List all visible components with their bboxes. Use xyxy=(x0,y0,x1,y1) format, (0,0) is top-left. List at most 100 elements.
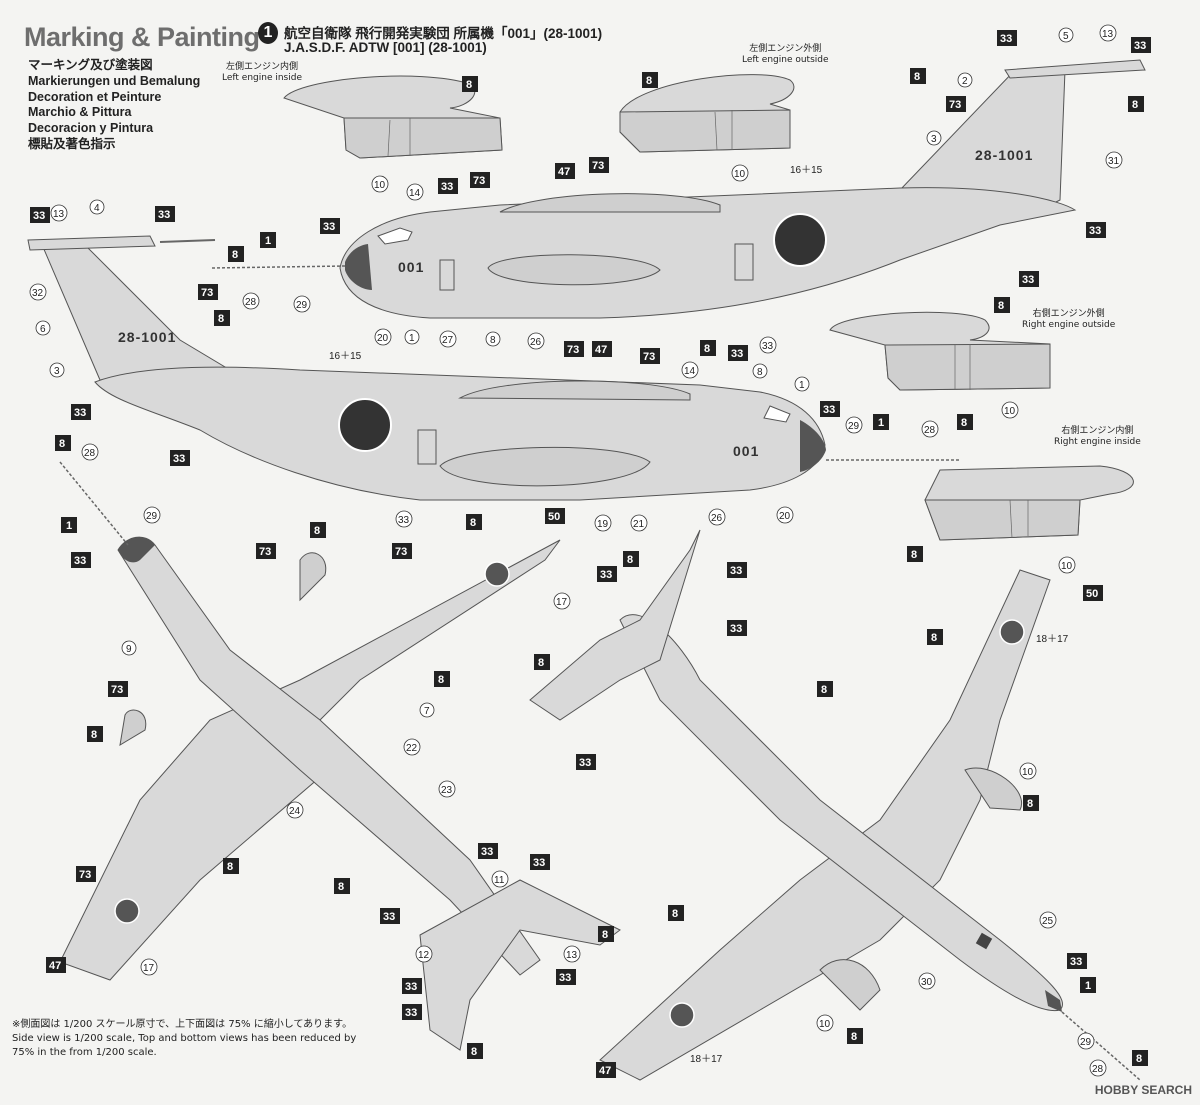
svg-text:7: 7 xyxy=(424,706,430,717)
side-reg-lower: 28-1001 xyxy=(118,329,176,345)
svg-text:13: 13 xyxy=(566,950,578,961)
callout-color-33 xyxy=(155,206,175,222)
callout-color-8 xyxy=(534,654,550,670)
svg-text:33: 33 xyxy=(1022,274,1034,286)
callout-color-1 xyxy=(873,414,889,430)
svg-text:8: 8 xyxy=(914,71,920,83)
callout-color-33 xyxy=(30,207,50,223)
svg-text:33: 33 xyxy=(398,515,410,526)
svg-text:33: 33 xyxy=(74,407,86,419)
svg-text:14: 14 xyxy=(684,366,696,377)
callout-color-47 xyxy=(555,163,575,179)
callout-color-8 xyxy=(847,1028,863,1044)
translation-de: Markierungen und Bemalung xyxy=(28,73,201,88)
callout-color-33 xyxy=(1086,222,1106,238)
svg-text:26: 26 xyxy=(711,513,723,524)
translation-cn: 標貼及著色指示 xyxy=(28,136,116,151)
step-number-badge: 1 xyxy=(258,22,278,44)
svg-text:26: 26 xyxy=(530,337,542,348)
callout-color-73 xyxy=(470,172,490,188)
side-view-right: 28-1001 001 xyxy=(27,235,960,501)
side-view-left: 001 28-1001 xyxy=(159,59,1146,319)
translation-it: Marchio & Pittura xyxy=(28,105,132,120)
svg-text:33: 33 xyxy=(559,972,571,984)
callout-color-8 xyxy=(1132,1050,1148,1066)
svg-text:33: 33 xyxy=(1134,40,1146,52)
callout-color-8 xyxy=(467,1043,483,1059)
translation-fr: Decoration et Peinture xyxy=(28,89,162,104)
svg-text:12: 12 xyxy=(418,950,430,961)
svg-text:20: 20 xyxy=(377,333,389,344)
callout-color-1 xyxy=(260,232,276,248)
svg-text:24: 24 xyxy=(289,806,301,817)
svg-text:33: 33 xyxy=(600,569,612,581)
svg-text:8: 8 xyxy=(338,881,344,893)
svg-text:29: 29 xyxy=(1080,1037,1092,1048)
svg-text:8: 8 xyxy=(998,300,1004,312)
svg-text:73: 73 xyxy=(395,546,407,558)
svg-text:8: 8 xyxy=(931,632,937,644)
svg-text:33: 33 xyxy=(158,209,170,221)
callout-color-8 xyxy=(466,514,482,530)
svg-text:20: 20 xyxy=(779,511,791,522)
svg-text:73: 73 xyxy=(259,546,271,558)
callout-color-73 xyxy=(392,543,412,559)
svg-text:73: 73 xyxy=(592,160,604,172)
svg-text:8: 8 xyxy=(314,525,320,537)
callout-color-33 xyxy=(1067,953,1087,969)
callout-color-73 xyxy=(108,681,128,697)
callout-color-8 xyxy=(1023,795,1039,811)
svg-text:33: 33 xyxy=(74,555,86,567)
svg-text:33: 33 xyxy=(383,911,395,923)
svg-text:13: 13 xyxy=(53,209,65,220)
side-reg-upper: 28-1001 xyxy=(975,147,1033,163)
callout-color-8 xyxy=(668,905,684,921)
svg-text:4: 4 xyxy=(94,203,100,214)
callout-color-73 xyxy=(640,348,660,364)
callout-color-33 xyxy=(556,969,576,985)
engine-left-outside xyxy=(619,74,795,153)
svg-text:10: 10 xyxy=(734,169,746,180)
svg-text:3: 3 xyxy=(931,134,937,145)
bottom-view xyxy=(529,529,1141,1081)
svg-text:73: 73 xyxy=(949,99,961,111)
svg-text:28: 28 xyxy=(84,448,96,459)
callout-color-33 xyxy=(530,854,550,870)
callout-color-33 xyxy=(170,450,190,466)
svg-text:33: 33 xyxy=(533,857,545,869)
callout-color-8 xyxy=(994,297,1010,313)
callout-color-47 xyxy=(592,341,612,357)
svg-text:8: 8 xyxy=(218,313,224,325)
svg-text:33: 33 xyxy=(579,757,591,769)
svg-text:10: 10 xyxy=(1061,561,1073,572)
svg-text:8: 8 xyxy=(59,438,65,450)
svg-text:30: 30 xyxy=(921,977,933,988)
svg-text:33: 33 xyxy=(730,565,742,577)
side-code-upper: 001 xyxy=(398,259,424,275)
side-code-lower: 001 xyxy=(733,443,759,459)
svg-text:8: 8 xyxy=(646,75,652,87)
svg-text:8: 8 xyxy=(627,554,633,566)
svg-text:29: 29 xyxy=(848,421,860,432)
svg-text:33: 33 xyxy=(405,981,417,993)
color-callouts: 8 8 8 8 8 8 8 8 8 8 8 8 8 8 8 8 8 8 8 xyxy=(30,30,1151,1078)
svg-text:25: 25 xyxy=(1042,916,1054,927)
callout-color-8 xyxy=(55,435,71,451)
svg-text:33: 33 xyxy=(441,181,453,193)
page-title: Marking & Painting xyxy=(24,22,260,52)
callout-color-33 xyxy=(402,978,422,994)
svg-text:8: 8 xyxy=(538,657,544,669)
callout-color-8 xyxy=(598,926,614,942)
watermark: HOBBY SEARCH xyxy=(1094,1083,1192,1097)
callout-color-8 xyxy=(927,629,943,645)
callout-color-8 xyxy=(228,246,244,262)
callout-color-8 xyxy=(700,340,716,356)
svg-text:8: 8 xyxy=(1136,1053,1142,1065)
svg-text:10: 10 xyxy=(1004,406,1016,417)
svg-text:11: 11 xyxy=(494,875,505,886)
svg-text:17: 17 xyxy=(556,597,568,608)
svg-text:10: 10 xyxy=(819,1019,831,1030)
callout-color-33 xyxy=(727,620,747,636)
